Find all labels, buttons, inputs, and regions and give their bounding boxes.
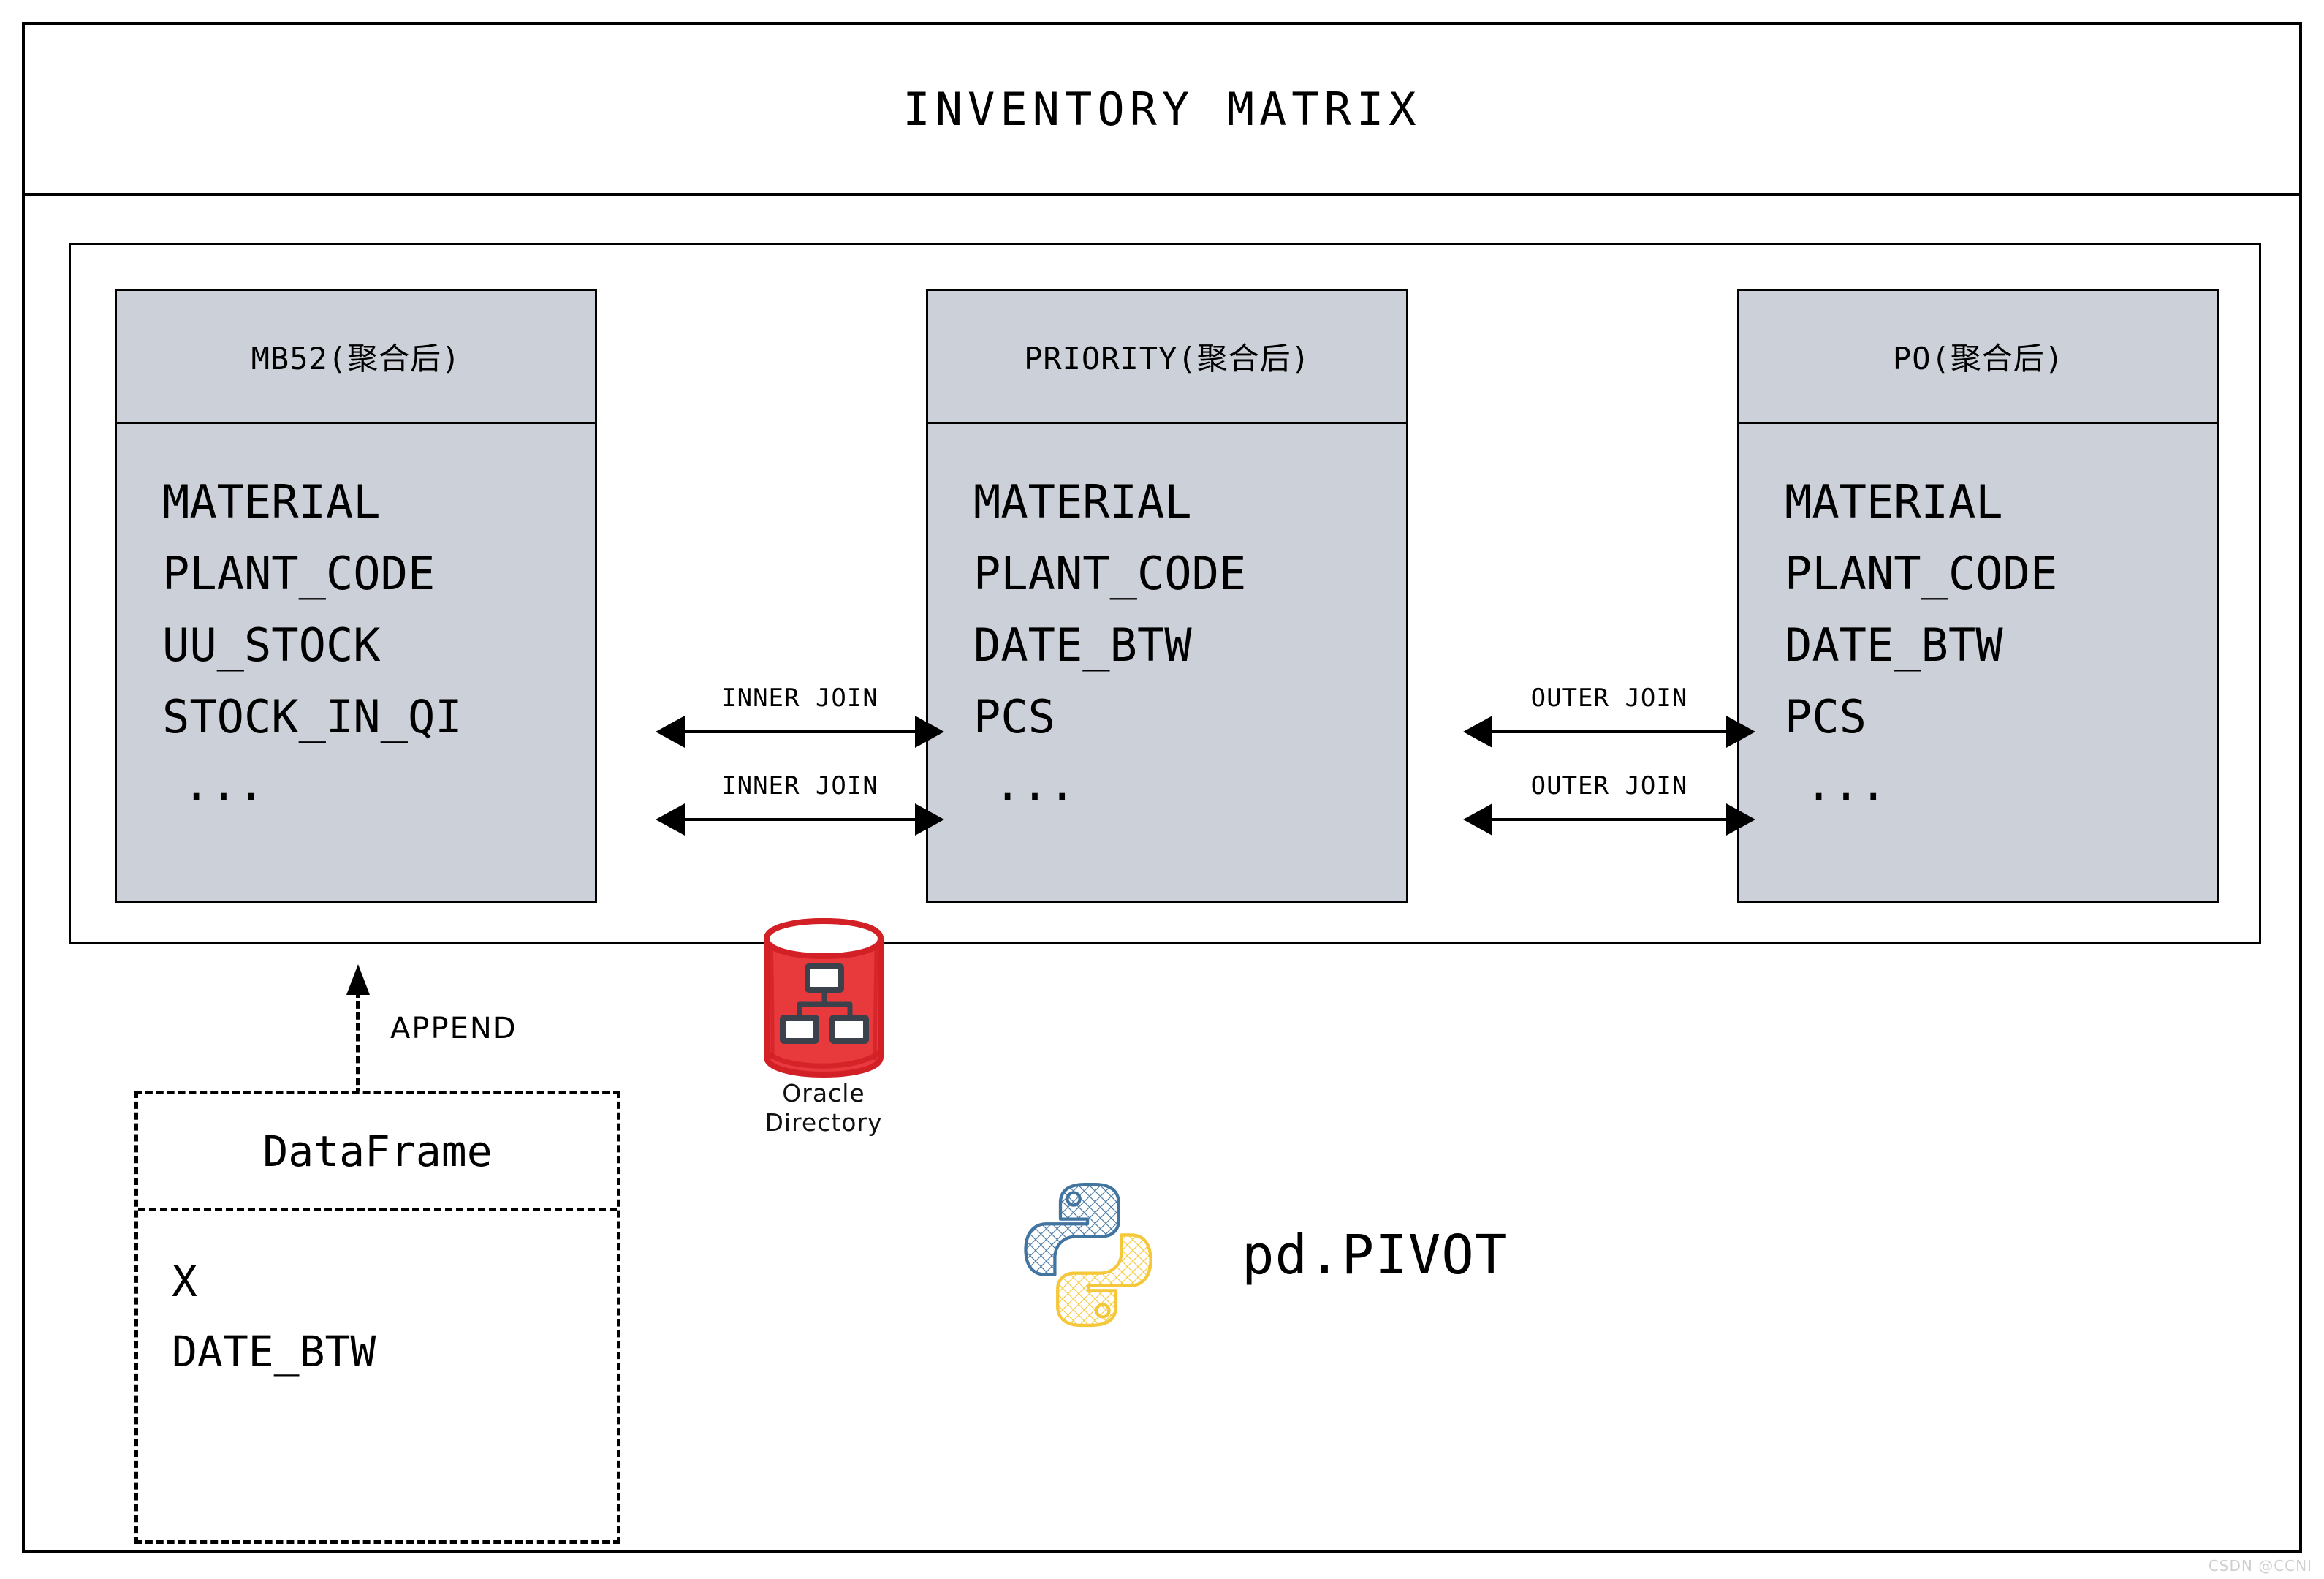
- join-arrow-outer-1: OUTER JOIN: [1463, 684, 1755, 771]
- append-arrow: [346, 964, 370, 1096]
- entity-title-mb52: MB52(聚合后): [251, 341, 461, 376]
- entity-box-priority[interactable]: PRIORITY(聚合后) MATERIAL PLANT_CODE DATE_B…: [926, 289, 1408, 903]
- dataframe-field: X: [172, 1257, 197, 1306]
- entity-field-ellipsis: ...: [1805, 757, 1887, 811]
- dataframe-title: DataFrame: [262, 1126, 493, 1176]
- arrow-head-up-icon: [346, 964, 370, 995]
- arrow-head-left-icon: [1463, 716, 1492, 748]
- arrow-head-left-icon: [656, 803, 685, 836]
- entity-field: PLANT_CODE: [1785, 547, 2058, 600]
- join-label: OUTER JOIN: [1530, 771, 1688, 800]
- entity-field: MATERIAL: [1785, 475, 2003, 529]
- join-label: OUTER JOIN: [1530, 684, 1688, 713]
- entity-header-mb52: MB52(聚合后): [117, 291, 595, 424]
- arrow-head-left-icon: [1463, 803, 1492, 836]
- diagram-title-bar: INVENTORY MATRIX: [25, 25, 2299, 196]
- entity-field: PCS: [973, 690, 1055, 743]
- entity-field: DATE_BTW: [973, 618, 1192, 672]
- entity-body-priority: MATERIAL PLANT_CODE DATE_BTW PCS ...: [928, 424, 1406, 901]
- join-arrow-inner-1: INNER JOIN: [656, 684, 944, 771]
- entity-field: STOCK_IN_QI: [162, 690, 463, 743]
- entity-field-ellipsis: ...: [183, 757, 265, 811]
- oracle-directory-label: Oracle Directory: [764, 1079, 883, 1137]
- arrow-line: [1488, 730, 1731, 733]
- join-label: INNER JOIN: [721, 684, 878, 713]
- entity-field: UU_STOCK: [162, 618, 381, 672]
- entity-body-po: MATERIAL PLANT_CODE DATE_BTW PCS ...: [1739, 424, 2217, 901]
- entity-field-ellipsis: ...: [994, 757, 1076, 811]
- arrow-head-right-icon: [915, 803, 944, 836]
- entity-box-po[interactable]: PO(聚合后) MATERIAL PLANT_CODE DATE_BTW PCS…: [1737, 289, 2219, 903]
- watermark: CSDN @CCNI: [2208, 1557, 2312, 1575]
- arrow-line: [680, 730, 919, 733]
- database-cylinder-icon: [764, 918, 884, 1078]
- arrow-dashed-line: [356, 991, 360, 1096]
- entity-field: MATERIAL: [973, 475, 1192, 529]
- dataframe-header: DataFrame: [138, 1094, 617, 1211]
- entity-header-priority: PRIORITY(聚合后): [928, 291, 1406, 424]
- entity-body-mb52: MATERIAL PLANT_CODE UU_STOCK STOCK_IN_QI…: [117, 424, 595, 901]
- entity-header-po: PO(聚合后): [1739, 291, 2217, 424]
- entity-field: MATERIAL: [162, 475, 381, 529]
- entity-title-priority: PRIORITY(聚合后): [1024, 341, 1310, 376]
- join-region-container: MB52(聚合后) MATERIAL PLANT_CODE UU_STOCK S…: [69, 243, 2261, 1137]
- entity-box-mb52[interactable]: MB52(聚合后) MATERIAL PLANT_CODE UU_STOCK S…: [115, 289, 597, 903]
- pivot-label: pd.PIVOT: [1242, 1223, 1508, 1287]
- arrow-line: [1488, 818, 1731, 821]
- entity-field: PLANT_CODE: [162, 547, 436, 600]
- python-pivot-group: pd.PIVOT: [1019, 1180, 1508, 1330]
- python-logo-icon: [1024, 1182, 1152, 1328]
- dataframe-box[interactable]: DataFrame X DATE_BTW: [134, 1091, 620, 1544]
- join-arrow-inner-2: INNER JOIN: [656, 771, 944, 859]
- diagram-outer-frame: INVENTORY MATRIX MB52(聚合后) MATERIAL PLAN…: [22, 22, 2302, 1553]
- entity-title-po: PO(聚合后): [1892, 341, 2065, 376]
- dataframe-field: DATE_BTW: [172, 1327, 376, 1377]
- dataframe-body: X DATE_BTW: [138, 1211, 617, 1540]
- arrow-head-right-icon: [1726, 803, 1755, 836]
- join-label: INNER JOIN: [721, 771, 878, 800]
- join-arrow-outer-2: OUTER JOIN: [1463, 771, 1755, 859]
- page-title: INVENTORY MATRIX: [903, 82, 1421, 136]
- append-label: APPEND: [390, 1012, 517, 1045]
- entity-field: DATE_BTW: [1785, 618, 2003, 672]
- arrow-head-right-icon: [915, 716, 944, 748]
- arrow-head-right-icon: [1726, 716, 1755, 748]
- entity-field: PCS: [1785, 690, 1867, 743]
- oracle-directory-group: Oracle Directory: [732, 914, 915, 1140]
- arrow-line: [680, 818, 919, 821]
- entity-field: PLANT_CODE: [973, 547, 1247, 600]
- arrow-head-left-icon: [656, 716, 685, 748]
